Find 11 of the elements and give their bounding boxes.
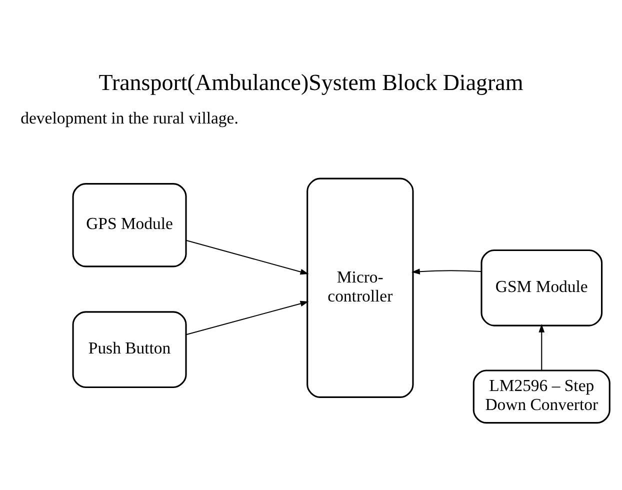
arrow: [186, 300, 309, 336]
node-box: Micro- controller: [306, 178, 414, 398]
arrow: [538, 324, 545, 370]
node-box: LM2596 – Step Down Convertor: [472, 370, 610, 424]
diagram-title: Transport(Ambulance)System Block Diagram: [98, 68, 524, 95]
node-box: GSM Module: [480, 249, 603, 326]
node-box: Push Button: [72, 311, 187, 388]
arrow: [412, 268, 482, 274]
label: development in the rural village.: [20, 108, 238, 128]
arrow: [186, 240, 309, 275]
node-box: GPS Module: [72, 183, 187, 268]
